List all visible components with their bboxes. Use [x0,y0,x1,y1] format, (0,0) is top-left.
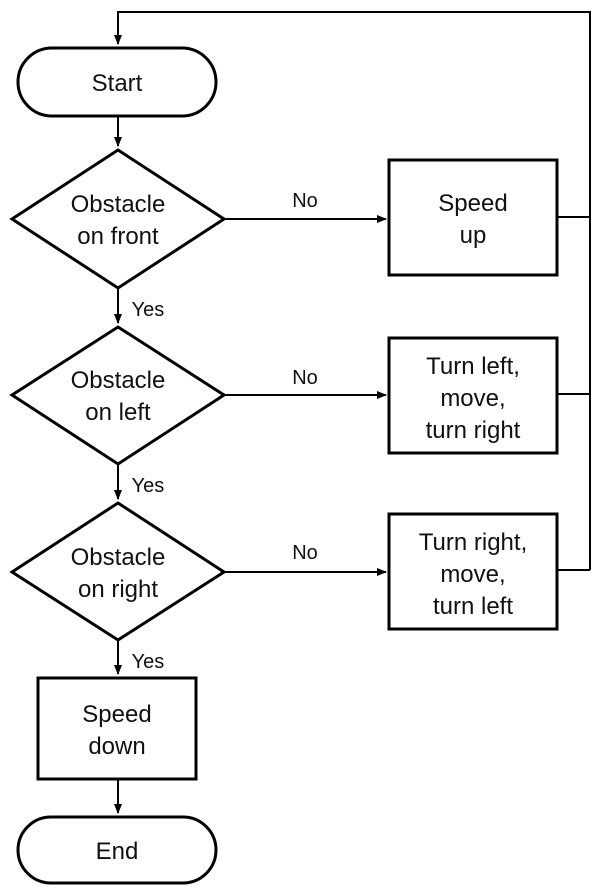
node-label-line: down [88,733,145,760]
node-label-line: move, [440,385,505,412]
speed-down-label: Speed down [82,701,151,760]
turn-right-box: Turn right, move, turn left [387,512,559,631]
obstacle-right-decision: Obstacle on right [9,501,227,642]
edge-label-front-no: No [292,190,318,212]
node-label-line: Speed [438,190,507,217]
start-node: Start [16,46,218,118]
node-label-line: Obstacle [71,367,166,394]
obstacle-front-label: Obstacle on front [71,191,166,250]
node-label-line: move, [440,561,505,588]
start-label: Start [92,70,143,97]
edge-label-right-yes: Yes [132,651,165,673]
obstacle-left-decision: Obstacle on left [9,325,227,466]
node-label-line: Turn left, [426,353,520,380]
node-label-line: on left [85,399,151,426]
edge-label-left-no: No [292,367,318,389]
node-label-line: End [96,838,139,865]
end-label: End [96,838,139,865]
edge-label-right-no: No [292,542,318,564]
node-label-line: Start [92,70,143,97]
edge-loop-to-start [114,11,591,570]
obstacle-right-label: Obstacle on right [71,544,166,603]
node-label-line: on front [77,223,159,250]
obstacle-front-decision: Obstacle on front [9,148,227,290]
speed-up-label: Speed up [438,190,507,249]
end-node: End [16,815,218,885]
turn-right-label: Turn right, move, turn left [419,529,527,620]
edge-label-left-yes: Yes [132,475,165,497]
node-label-line: Obstacle [71,191,166,218]
turn-left-box: Turn left, move, turn right [387,336,559,455]
node-label-line: Obstacle [71,544,166,571]
node-label-line: Speed [82,701,151,728]
obstacle-left-label: Obstacle on left [71,367,166,426]
node-label-line: up [460,222,487,249]
node-label-line: turn left [433,593,513,620]
speed-down-box: Speed down [36,676,198,781]
node-label-line: on right [78,576,158,603]
node-label-line: Turn right, [419,529,527,556]
turn-left-label: Turn left, move, turn right [426,353,521,444]
edge-label-front-yes: Yes [132,299,165,321]
node-label-line: turn right [426,417,521,444]
speed-up-box: Speed up [387,158,559,277]
